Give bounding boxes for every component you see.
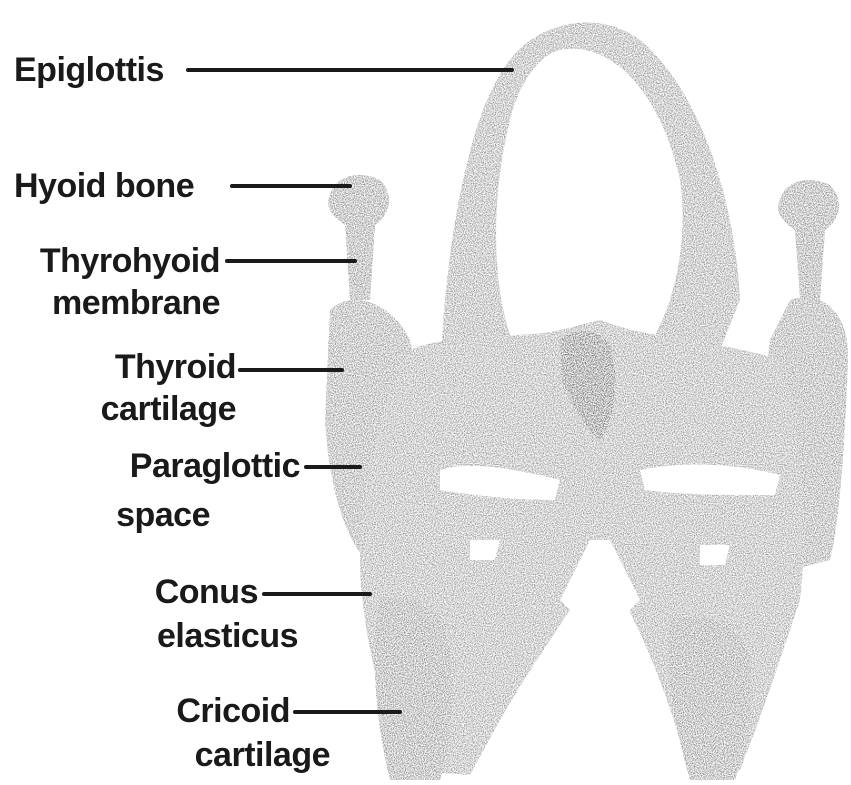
hyoid-bone-right xyxy=(778,180,839,300)
cricoid-cartilage-right xyxy=(669,616,752,780)
hyoid-bone-left xyxy=(328,175,389,300)
cricoid-cartilage-left xyxy=(375,597,452,780)
label-conus-line2: elasticus xyxy=(80,617,298,655)
label-thyroid-cartilage-line2: cartilage xyxy=(40,390,236,428)
label-thyroid-cartilage-line1: Thyroid xyxy=(40,348,236,386)
label-paraglottic-line2: space xyxy=(60,496,210,534)
label-epiglottis: Epiglottis xyxy=(14,51,164,89)
label-paraglottic-line1: Paraglottic xyxy=(60,447,300,485)
label-conus-line1: Conus xyxy=(80,573,258,611)
label-hyoid-bone: Hyoid bone xyxy=(14,167,194,205)
label-cricoid-line1: Cricoid xyxy=(100,692,290,730)
label-cricoid-line2: cartilage xyxy=(100,736,330,774)
label-thyrohyoid-line1: Thyrohyoid xyxy=(14,242,220,280)
label-thyrohyoid-line2: membrane xyxy=(14,284,220,322)
